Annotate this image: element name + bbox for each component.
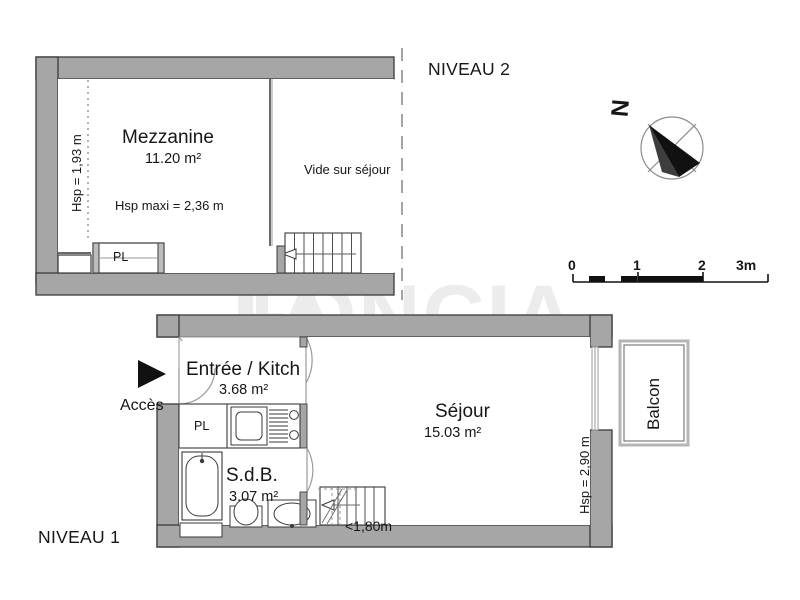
scale-bar — [572, 272, 769, 283]
level1-staircase — [318, 486, 386, 526]
level1-partition-stub-top — [299, 336, 308, 348]
level2-niche — [57, 252, 92, 274]
level2-stair-wall — [276, 245, 286, 274]
room-label-vide-sur-sejour: Vide sur séjour — [304, 162, 391, 177]
level2-closet-pl — [92, 242, 165, 274]
access-arrow-icon — [138, 360, 166, 388]
compass-north-label: N — [604, 98, 634, 118]
level1-kitchen-units — [178, 403, 301, 449]
room-label-sejour: Séjour — [435, 401, 490, 422]
annotation-hsp-290: Hsp = 2,90 m — [577, 436, 592, 514]
level1-walls — [156, 314, 613, 548]
level-2-title: NIVEAU 2 — [428, 59, 511, 79]
compass-rose — [640, 116, 704, 180]
level1-partition-bathroom — [299, 491, 308, 526]
annotation-hsp-193: Hsp = 1,93 m — [69, 134, 84, 212]
level1-balcony — [618, 339, 690, 447]
room-label-mezzanine: Mezzanine — [122, 127, 214, 148]
annotation-hsp-maxi: Hsp maxi = 2,36 m — [115, 198, 224, 213]
annotation-acces: Accès — [120, 397, 164, 414]
room-label-entree-kitch: Entrée / Kitch — [186, 359, 301, 380]
annotation-stair-clearance: <1,80m — [345, 518, 393, 534]
closet-label-level2: PL — [113, 250, 129, 264]
level2-staircase — [281, 232, 362, 274]
scale-tick-0: 0 — [568, 257, 576, 273]
closet-label-level1: PL — [194, 419, 210, 433]
level2-partition — [269, 79, 273, 246]
level-1-plan — [138, 314, 690, 548]
level1-balcony-opening — [591, 346, 599, 431]
room-area-sdb: 3.07 m² — [229, 489, 279, 505]
scale-tick-3m: 3m — [736, 257, 757, 273]
level-2-plan — [35, 48, 403, 300]
level1-entrance-door — [178, 336, 216, 405]
level1-bathroom-fixtures — [179, 451, 317, 538]
scale-tick-1: 1 — [633, 257, 641, 273]
room-area-sejour: 15.03 m² — [424, 425, 482, 441]
level1-partition-kitchen — [299, 403, 308, 449]
balcony-label: Balcon — [644, 378, 663, 430]
scale-tick-2: 2 — [698, 257, 706, 273]
level2-walls — [35, 56, 395, 296]
level-1-title: NIVEAU 1 — [38, 527, 121, 547]
room-area-entree-kitch: 3.68 m² — [219, 382, 269, 398]
room-area-mezzanine: 11.20 m² — [145, 151, 202, 167]
level1-bathroom-door — [306, 447, 314, 493]
room-label-sdb: S.d.B. — [226, 465, 278, 486]
